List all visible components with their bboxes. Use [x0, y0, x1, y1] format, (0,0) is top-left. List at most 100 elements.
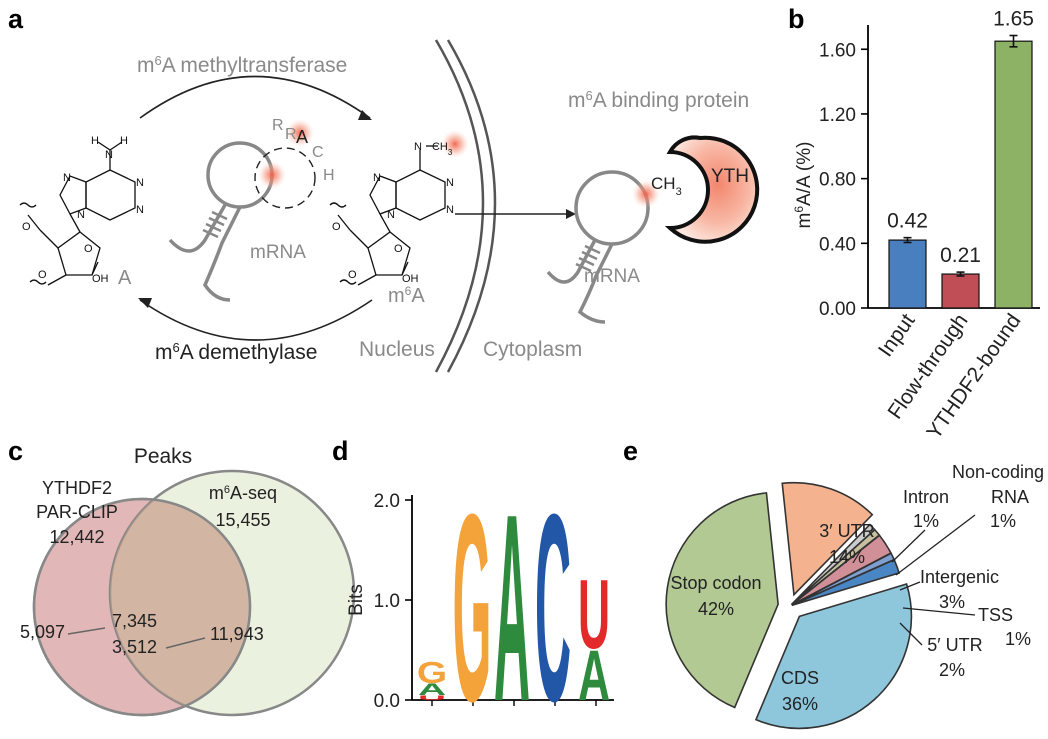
- bar-category-label: Input: [874, 310, 920, 362]
- logo-letter-a: A: [494, 458, 530, 739]
- venn-set1-name-line1: YTHDF2: [42, 478, 112, 498]
- binding-protein-label: m6A binding protein: [568, 88, 749, 113]
- logo-letter-u: U: [578, 560, 610, 670]
- rrach-a: A: [296, 127, 308, 147]
- pie-label-noncoding-line1: Non-coding: [952, 462, 1044, 482]
- yth-label: YTH: [711, 166, 749, 187]
- logo-letter-a: A: [578, 635, 610, 715]
- chem-n8: N: [373, 172, 381, 184]
- logo-y-tick-label: 0.0: [374, 691, 400, 712]
- logo-y-axis-label: Bits: [346, 584, 367, 616]
- methyl-glow-left: [258, 161, 286, 189]
- pie-pct-intron: 1%: [913, 511, 939, 531]
- rrach-r2: R: [285, 126, 297, 143]
- mrna-stem-left: [202, 210, 228, 239]
- bar-chart-y-axis-label: m6A/A (%): [792, 142, 815, 229]
- bar-data-label: 0.21: [940, 244, 981, 267]
- pie-leader-5utr: [899, 622, 923, 646]
- chem-n4: N: [63, 172, 71, 184]
- mrna-strand-left-b: [203, 206, 242, 302]
- pie-leader-intergenic: [899, 581, 921, 591]
- bar-data-label: 0.42: [887, 210, 928, 233]
- venn-set2-total: 15,455: [215, 510, 270, 530]
- pie-leader-noncoding: [895, 514, 976, 576]
- pie-label-5utr: 5′ UTR: [927, 635, 982, 655]
- mrna-stem-right: [575, 244, 601, 273]
- venn-overlap-value-1: 7,345: [112, 611, 157, 631]
- venn-leader-set1: [67, 627, 106, 635]
- bar-y-tick-label: 0.00: [819, 299, 856, 320]
- chem-o1: O: [84, 243, 93, 255]
- venn-set1-name-line2: PAR-CLIP: [36, 502, 118, 522]
- chem-h2: H: [120, 135, 128, 147]
- methylation-arrowhead: [358, 110, 372, 120]
- bar-y-tick-label: 0.80: [819, 170, 856, 191]
- chem-o3: O: [38, 269, 47, 281]
- logo-letter-g: G: [417, 657, 447, 690]
- panel-a-schematic: m6A methyltransferase m6A demethylase N: [19, 39, 760, 373]
- yth-domain-protein: [664, 135, 760, 244]
- nuclear-membrane-inner: [446, 39, 497, 373]
- pie-pct-3utr: 14%: [829, 547, 865, 567]
- bar-y-tick-label: 1.60: [819, 40, 856, 61]
- pie-pct-5utr: 2%: [939, 660, 965, 680]
- methyltransferase-label: m6A methyltransferase: [137, 53, 347, 78]
- venn-set1-only: 5,097: [20, 622, 65, 642]
- chem-oh2: OH: [402, 273, 419, 285]
- logo-letter-c: C: [535, 458, 571, 739]
- panel-label-c: c: [8, 436, 23, 466]
- bar-flow-through: [941, 273, 980, 309]
- venn-set2-name: m6A-seq: [209, 483, 277, 503]
- mrna-label-right: mRNA: [584, 266, 640, 287]
- panel-label-e: e: [623, 436, 638, 466]
- bar-category-label: YTHDF2-bound: [922, 310, 1025, 444]
- venn-overlap: [110, 499, 250, 715]
- pie-label-intergenic: Intergenic: [920, 567, 999, 587]
- methyl-glow-right: [632, 180, 660, 208]
- venn-set1-total: 12,442: [49, 527, 104, 547]
- pie-label-intron: Intron: [903, 487, 949, 507]
- chem-o4: O: [394, 243, 403, 255]
- bar-data-label: 1.65: [993, 8, 1034, 31]
- bar-ythdf2-bound: [994, 40, 1033, 309]
- demethylation-arrow: [139, 299, 373, 341]
- chem-n1: N: [105, 149, 113, 161]
- pie-label-3utr: 3′ UTR: [819, 521, 874, 541]
- mrna-strand-right-b: [577, 243, 614, 324]
- methylation-arrow: [139, 75, 371, 119]
- mrna-label-left: mRNA: [250, 242, 306, 263]
- demethylation-arrowhead: [138, 298, 152, 308]
- cytoplasm-label: Cytoplasm: [483, 338, 582, 361]
- ch3-label: CH3: [651, 174, 682, 198]
- logo-y-tick-label: 1.0: [374, 591, 400, 612]
- pie-pct-intergenic: 3%: [939, 592, 965, 612]
- panel-label-a: a: [8, 4, 24, 34]
- pie-label-noncoding-line2: RNA: [991, 487, 1029, 507]
- chem-n2: N: [136, 177, 144, 189]
- bar-y-tick-label: 1.20: [819, 105, 856, 126]
- rrach-c: C: [312, 144, 324, 161]
- chem-n7: N: [446, 204, 454, 216]
- pie-label-stop-codon: Stop codon: [670, 573, 761, 593]
- rrach-r1: R: [272, 117, 284, 134]
- adenosine-structure: [19, 141, 136, 286]
- methyl-glow-m6a: [441, 130, 469, 158]
- mrna-strand-right-a: [546, 239, 597, 284]
- chem-n3: N: [136, 204, 144, 216]
- pie-pct-cds: 36%: [782, 694, 818, 714]
- pie-leader-tss: [902, 607, 976, 616]
- adenosine-label: A: [118, 267, 132, 289]
- pie-pct-noncoding: 1%: [990, 511, 1016, 531]
- chem-o2: O: [22, 221, 31, 233]
- venn-overlap-value-2: 3,512: [112, 637, 157, 657]
- bar-input: [888, 239, 927, 309]
- chem-h1: H: [91, 135, 99, 147]
- chem-o6: O: [348, 269, 357, 281]
- logo-y-tick-label: 2.0: [374, 491, 400, 512]
- chem-oh1: OH: [92, 273, 109, 285]
- pie-slice-3-utr: [781, 481, 874, 597]
- panel-label-b: b: [788, 4, 805, 34]
